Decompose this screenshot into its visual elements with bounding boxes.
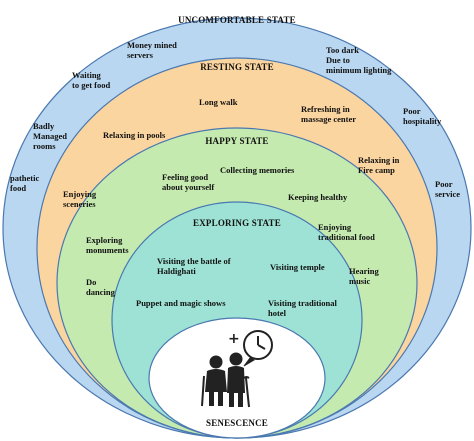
uncomfortable-item: Money mined servers bbox=[127, 40, 177, 60]
exploring-state-title: EXPLORING STATE bbox=[193, 218, 281, 228]
exploring-item: Visiting temple bbox=[270, 262, 325, 272]
uncomfortable-item: Waiting to get food bbox=[72, 70, 111, 90]
happy-item: Collecting memories bbox=[220, 165, 295, 175]
resting-item: Relaxing in pools bbox=[103, 130, 166, 140]
happy-item: Keeping healthy bbox=[288, 192, 348, 202]
uncomfortable-item: Poor service bbox=[435, 179, 461, 199]
uncomfortable-item: Badly Managed rooms bbox=[33, 121, 67, 151]
happy-item: Enjoying traditional food bbox=[318, 222, 375, 242]
elderly-couple-with-clock-icon: + bbox=[201, 330, 273, 408]
senescence-label: SENESCENCE bbox=[205, 418, 269, 428]
resting-item: Long walk bbox=[199, 97, 238, 107]
uncomfortable-state-title: UNCOMFORTABLE STATE bbox=[178, 15, 296, 25]
exploring-item: Visiting the battle of Haldighati bbox=[157, 256, 231, 276]
svg-text:+: + bbox=[228, 331, 240, 347]
resting-state-title: RESTING STATE bbox=[200, 62, 274, 72]
uncomfortable-item: Poor hospitality bbox=[403, 106, 442, 126]
exploring-item: Visiting traditional hotel bbox=[268, 298, 337, 318]
exploring-item: Exploring monuments bbox=[86, 235, 129, 255]
resting-item: Relaxing in Fire camp bbox=[358, 155, 400, 175]
happy-state-title: HAPPY STATE bbox=[205, 136, 269, 146]
happy-item: Feeling good about yourself bbox=[162, 172, 215, 192]
uncomfortable-item: pathetic food bbox=[10, 173, 40, 193]
exploring-item: Puppet and magic shows bbox=[136, 298, 226, 308]
resting-item: Refreshing in massage center bbox=[301, 104, 356, 124]
exploring-item: Do dancing bbox=[86, 277, 115, 297]
exploring-item: Hearing music bbox=[349, 266, 379, 286]
uncomfortable-item: Too dark Due to minimum lighting bbox=[326, 45, 392, 75]
happy-item: Enjoying sceneries bbox=[63, 189, 97, 209]
